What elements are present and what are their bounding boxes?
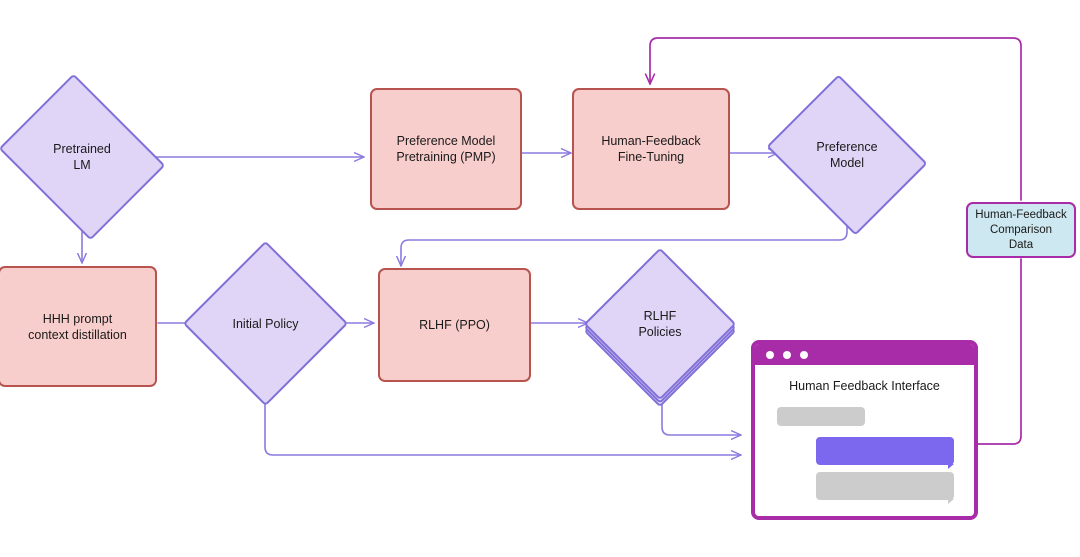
label-line-2: Fine-Tuning xyxy=(617,150,685,164)
node-label: RLHF (PPO) xyxy=(419,317,490,333)
label-line-1: Pretrained xyxy=(53,142,111,156)
label-line-1: RLHF xyxy=(643,309,677,323)
node-preference-model-pretraining[interactable]: Preference Model Pretraining (PMP) xyxy=(370,88,522,210)
minimize-dot-icon[interactable] xyxy=(783,350,791,359)
node-human-feedback-fine-tuning[interactable]: Human-Feedback Fine-Tuning xyxy=(572,88,730,210)
window-body: Human Feedback Interface xyxy=(755,365,974,516)
label-line-1: Initial Policy xyxy=(232,316,299,331)
label-line-2: Pretraining (PMP) xyxy=(396,150,496,164)
node-label: RLHF Policies xyxy=(606,270,714,378)
interface-heading: Human Feedback Interface xyxy=(789,379,940,393)
node-label: Pretrained LM xyxy=(17,104,147,210)
edge-interface-to-comparisondata xyxy=(977,258,1022,445)
label-line-3: Data xyxy=(1008,238,1034,251)
node-hhh-prompt-context-distillation[interactable]: HHH prompt context distillation xyxy=(0,266,157,387)
close-dot-icon[interactable] xyxy=(766,350,774,359)
label-line-2: LM xyxy=(73,158,91,172)
node-human-feedback-comparison-data[interactable]: Human-Feedback Comparison Data xyxy=(966,202,1076,258)
label-line-1: Human-Feedback xyxy=(601,134,701,148)
node-label: Preference Model xyxy=(784,104,910,206)
node-label: Human-Feedback Comparison Data xyxy=(975,208,1066,253)
label-line-1: Preference xyxy=(816,140,878,154)
label-line-2: Policies xyxy=(638,325,682,339)
window-titlebar xyxy=(755,344,974,365)
chat-bubble-outgoing-accent xyxy=(816,437,954,469)
chat-bubble-incoming xyxy=(777,407,865,426)
label-line-2: Model xyxy=(829,156,865,170)
node-pretrained-lm[interactable]: Pretrained LM xyxy=(0,73,166,241)
node-label: Human-Feedback Fine-Tuning xyxy=(601,133,700,165)
node-initial-policy[interactable]: Initial Policy xyxy=(182,240,349,407)
label-line-2: context distillation xyxy=(28,327,127,342)
node-label: Initial Policy xyxy=(207,265,324,382)
edge-rlhfpolicies-to-interface xyxy=(661,394,742,435)
node-preference-model[interactable]: Preference Model xyxy=(766,74,928,236)
label-line-2: Comparison xyxy=(990,223,1052,236)
node-label: Preference Model Pretraining (PMP) xyxy=(396,133,495,165)
node-rlhf-ppo[interactable]: RLHF (PPO) xyxy=(378,268,531,382)
label-line-1: RLHF (PPO) xyxy=(419,318,490,332)
chat-bubble-outgoing-muted xyxy=(816,472,954,504)
label-line-1: HHH prompt xyxy=(42,311,113,326)
edge-preferencemodel-to-rlhfppo xyxy=(401,205,848,267)
maximize-dot-icon[interactable] xyxy=(800,350,808,359)
label-line-1: Preference Model xyxy=(396,134,496,148)
node-rlhf-policies[interactable]: RLHF Policies xyxy=(583,247,737,408)
label-line-1: Human-Feedback xyxy=(975,208,1067,221)
node-label: HHH prompt context distillation xyxy=(28,311,127,343)
human-feedback-interface-window[interactable]: Human Feedback Interface xyxy=(751,340,978,520)
